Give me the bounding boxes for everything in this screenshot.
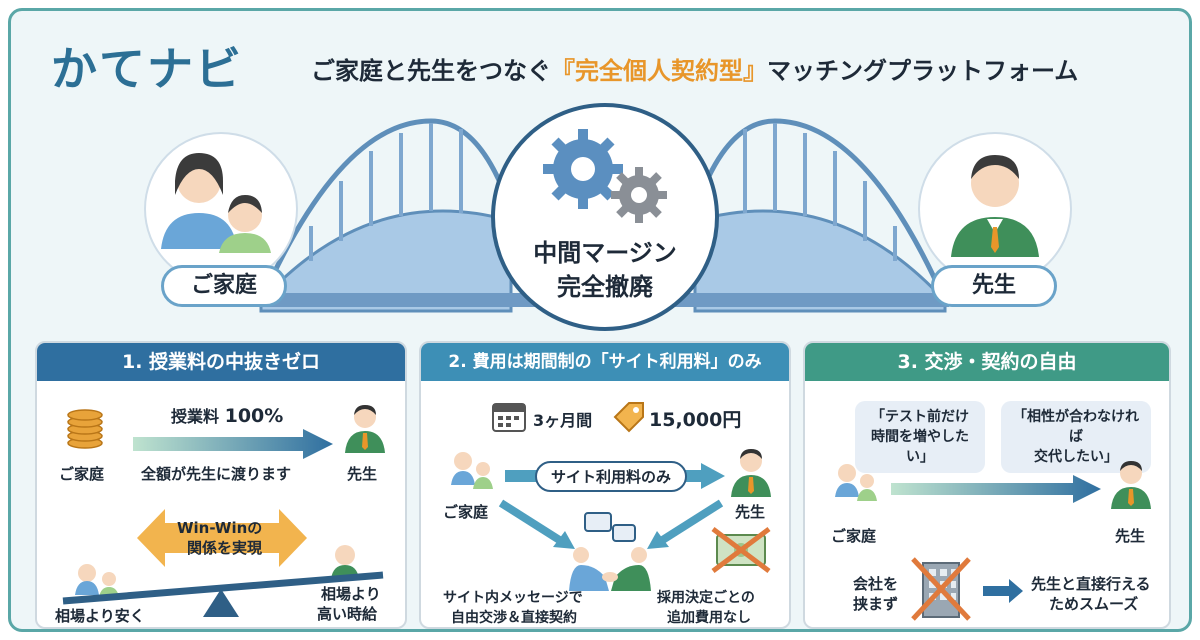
bridge-illustration bbox=[257, 118, 949, 313]
handshake-icon bbox=[569, 512, 651, 591]
tagline: ご家庭と先生をつなぐ『完全個人契約型』マッチングプラットフォーム bbox=[311, 51, 1078, 86]
logo: かてナビ bbox=[51, 42, 243, 96]
bubble2-line1: 「相性が合わなければ bbox=[1013, 409, 1139, 445]
panel2-title: 2. 費用は期間制の「サイト利用料」のみ bbox=[421, 343, 789, 381]
direct-line1: 先生と直接行える bbox=[1031, 575, 1151, 593]
panel2-teacher-label: 先生 bbox=[735, 503, 766, 521]
no-fee-line2: 追加費用なし bbox=[667, 610, 751, 626]
panel3-family-label: ご家庭 bbox=[831, 527, 877, 545]
teacher-label: 先生 bbox=[931, 265, 1057, 307]
fee-value: 100% bbox=[224, 405, 284, 427]
request-bubble-change: 「相性が合わなければ 交代したい」 bbox=[1001, 401, 1151, 473]
gears-icon bbox=[543, 129, 667, 223]
message-line2: 自由交渉＆直接契約 bbox=[451, 610, 577, 626]
smooth-arrow bbox=[983, 579, 1023, 603]
converge-arrows bbox=[498, 499, 724, 549]
tagline-highlight: 『完全個人契約型』 bbox=[551, 57, 767, 85]
panel1-teacher-label: 先生 bbox=[347, 465, 378, 483]
fee-label-text: 授業料 bbox=[171, 407, 220, 426]
panel1-teacher-icon bbox=[345, 405, 385, 453]
bubble2-line2: 交代したい」 bbox=[1034, 449, 1118, 465]
panel2-family-label: ご家庭 bbox=[443, 503, 489, 521]
coins-icon bbox=[67, 409, 103, 449]
calendar-icon bbox=[492, 403, 526, 432]
panel-no-commission: 1. 授業料の中抜きゼロ ご家庭 授業料 100% 全額が先生に渡ります 先生 … bbox=[35, 341, 407, 629]
panel-freedom: 3. 交渉・契約の自由 「テスト前だけ 時間を増やしたい」 「相性が合わなければ… bbox=[803, 341, 1171, 629]
center-badge: 中間マージン 完全撤廃 bbox=[491, 103, 719, 331]
no-company-building-icon bbox=[911, 557, 971, 621]
message-line1: サイト内メッセージで bbox=[443, 590, 583, 606]
price: 15,000円 bbox=[649, 409, 742, 431]
winwin-line2: 関係を実現 bbox=[187, 539, 263, 557]
panel2-family-icon bbox=[451, 452, 493, 489]
cheaper-text: 相場より安く bbox=[55, 607, 145, 625]
higher-line1: 相場より bbox=[321, 585, 381, 603]
no-company-line1: 会社を bbox=[853, 575, 899, 593]
no-company-line2: 挟まず bbox=[853, 595, 899, 613]
family-avatar bbox=[144, 132, 298, 286]
tagline-after: マッチングプラットフォーム bbox=[767, 57, 1079, 85]
direct-arrow bbox=[891, 475, 1101, 503]
transfer-arrow bbox=[133, 429, 333, 459]
panel1-title: 1. 授業料の中抜きゼロ bbox=[37, 343, 405, 381]
transfer-text: 全額が先生に渡ります bbox=[141, 465, 292, 483]
fee-label: 授業料 100% bbox=[171, 403, 283, 427]
panel-site-fee: 2. 費用は期間制の「サイト利用料」のみ 3ヶ月間 15,000円 ご家庭 サイ… bbox=[419, 341, 791, 629]
tagline-before: ご家庭と先生をつなぐ bbox=[311, 57, 551, 85]
higher-line2: 高い時給 bbox=[317, 605, 378, 623]
bubble1-line1: 「テスト前だけ bbox=[871, 409, 969, 425]
price-tag-icon bbox=[613, 402, 644, 433]
request-bubble-test: 「テスト前だけ 時間を増やしたい」 bbox=[855, 401, 985, 473]
infographic-frame: かてナビ ご家庭と先生をつなぐ『完全個人契約型』マッチングプラットフォーム bbox=[8, 8, 1192, 632]
period: 3ヶ月間 bbox=[533, 411, 593, 430]
center-line2: 完全撤廃 bbox=[557, 273, 653, 301]
panel3-teacher-label: 先生 bbox=[1115, 527, 1146, 545]
panel3-title: 3. 交渉・契約の自由 bbox=[805, 343, 1169, 381]
panel2-teacher-icon bbox=[731, 449, 771, 497]
panel1-family-label: ご家庭 bbox=[59, 465, 105, 483]
seesaw bbox=[62, 545, 384, 617]
bubble1-line2: 時間を増やしたい」 bbox=[871, 429, 969, 465]
site-fee-only: サイト利用料のみ bbox=[535, 461, 688, 492]
panel3-teacher-icon bbox=[1111, 461, 1151, 509]
teacher-avatar bbox=[918, 132, 1072, 286]
family-label: ご家庭 bbox=[161, 265, 287, 307]
no-money-icon bbox=[711, 527, 771, 573]
winwin-arrow bbox=[137, 509, 307, 567]
panel3-family-icon bbox=[835, 464, 877, 501]
winwin-line1: Win-Winの bbox=[177, 519, 263, 537]
direct-line2: ためスムーズ bbox=[1049, 595, 1139, 613]
no-fee-line1: 採用決定ごとの bbox=[657, 590, 755, 606]
center-line1: 中間マージン bbox=[533, 239, 677, 267]
